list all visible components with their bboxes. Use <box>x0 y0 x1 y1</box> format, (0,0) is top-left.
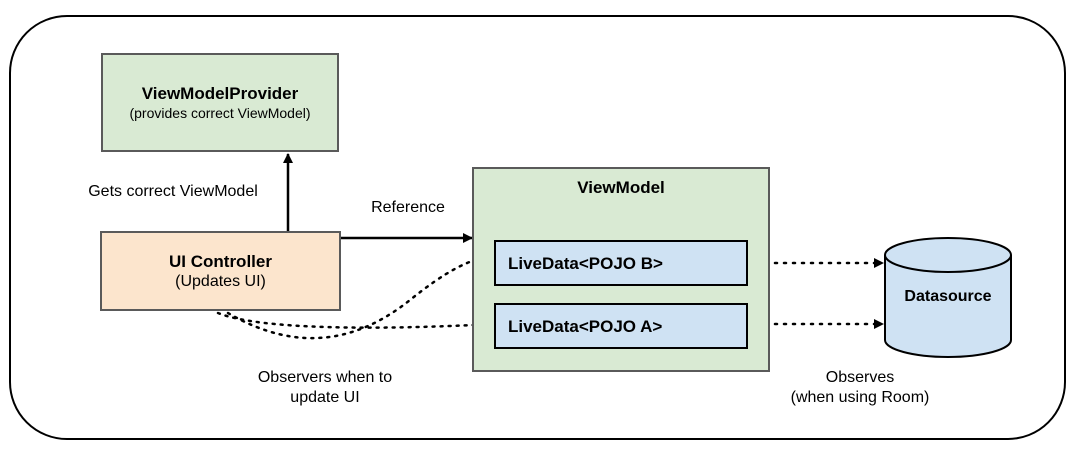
observers-label-line2: update UI <box>290 389 360 406</box>
ui-controller-title: UI Controller <box>169 251 272 271</box>
reference-label: Reference <box>371 199 445 216</box>
observer-arrow-b <box>226 251 496 340</box>
ui-controller-subtitle: (Updates UI) <box>175 272 266 290</box>
observer-arrow-a <box>216 311 496 330</box>
observes-label-line1: Observes <box>825 369 895 386</box>
livedata-a-box: LiveData<POJO A> <box>494 303 748 349</box>
viewmodel-provider-box: ViewModelProvider (provides correct View… <box>101 53 339 152</box>
observes-label-line2: (when using Room) <box>790 389 930 406</box>
datasource-label: Datasource <box>904 288 992 305</box>
viewmodel-title: ViewModel <box>577 178 665 197</box>
ui-controller-box: UI Controller (Updates UI) <box>100 231 341 311</box>
diagram-frame <box>9 15 1066 440</box>
livedata-b-title: LiveData<POJO B> <box>508 253 663 273</box>
gets-viewmodel-label: Gets correct ViewModel <box>88 183 258 200</box>
observers-label-line1: Observers when to <box>257 369 393 386</box>
livedata-a-title: LiveData<POJO A> <box>508 316 663 336</box>
livedata-b-box: LiveData<POJO B> <box>494 240 748 286</box>
datasource-cylinder <box>884 237 1012 358</box>
viewmodel-provider-title: ViewModelProvider <box>141 84 299 103</box>
viewmodel-provider-subtitle: (provides correct ViewModel) <box>129 105 311 121</box>
